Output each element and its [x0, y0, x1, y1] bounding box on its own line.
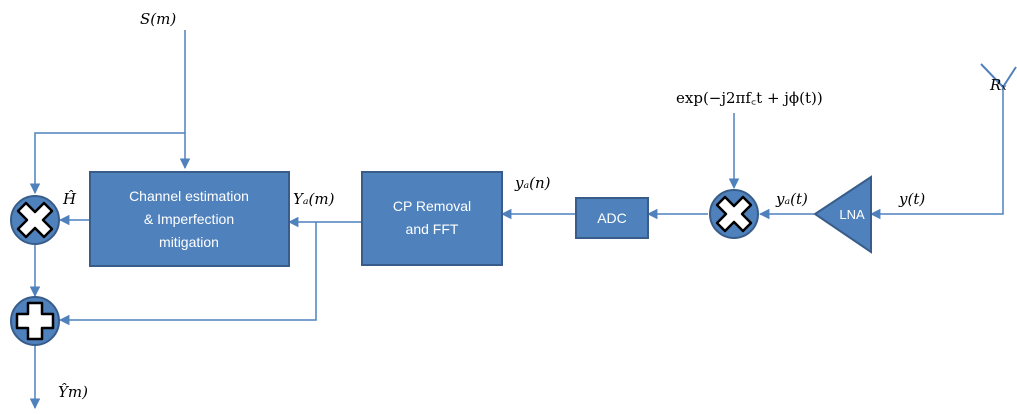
- label-y-t: y(t): [898, 190, 925, 208]
- lna-block: LNA: [813, 175, 872, 254]
- cp-removal-label-2: and FFT: [406, 221, 459, 237]
- cp-removal-label-1: CP Removal: [393, 198, 471, 214]
- antenna-icon: [980, 63, 1017, 89]
- channel-estimation-label-1: Channel estimation: [129, 188, 249, 204]
- label-ya-n: yₐ(n): [514, 174, 551, 192]
- adc-block: ADC: [575, 197, 649, 239]
- label-s-m: S(m): [140, 10, 176, 28]
- multiplier-estimation-icon: [10, 195, 60, 245]
- channel-estimation-block: Channel estimation & Imperfection mitiga…: [89, 171, 290, 267]
- mixer-icon: [709, 189, 759, 239]
- label-oscillator: exp(−j2πf꜀t + jϕ(t)): [676, 89, 823, 107]
- lna-label: LNA: [839, 207, 865, 222]
- label-output: Ŷm): [58, 383, 88, 401]
- label-h-hat: Ĥ: [62, 190, 77, 208]
- label-ya-t: yₐ(t): [775, 190, 808, 208]
- wire-s-to-multiplier: [29, 132, 185, 195]
- channel-estimation-label-2: & Imperfection: [144, 211, 234, 227]
- wire-antenna-to-lna: [869, 85, 1004, 220]
- adc-label: ADC: [597, 210, 627, 226]
- cp-removal-fft-block: CP Removal and FFT: [361, 171, 503, 266]
- adder-icon: [10, 296, 60, 346]
- label-ya-m: Yₐ(m): [293, 190, 335, 208]
- wire-ya-to-adder: [58, 222, 317, 326]
- label-rx: Rₓ: [989, 76, 1007, 94]
- channel-estimation-label-3: mitigation: [159, 234, 219, 250]
